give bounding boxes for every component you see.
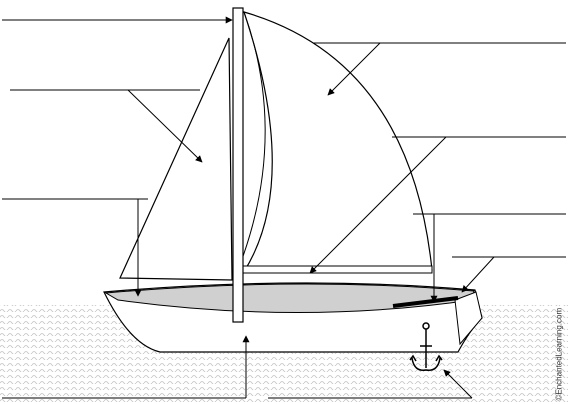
- leader-4: [327, 42, 381, 96]
- anchor-icon: [409, 322, 443, 371]
- leader-2: [127, 89, 203, 163]
- credit-text: ©EnchantedLearning.com: [554, 307, 564, 401]
- credit-watermark: ©EnchantedLearning.com: [550, 285, 564, 403]
- main-sail: [243, 11, 433, 271]
- leader-9: [443, 369, 473, 399]
- leader-5: [309, 136, 447, 274]
- mast: [232, 7, 244, 323]
- tiller: [392, 296, 459, 308]
- transom: [454, 291, 483, 346]
- boom: [239, 265, 433, 274]
- main-sail-inner-curve: [235, 11, 266, 276]
- jib-sail: [119, 37, 233, 281]
- leader-7: [461, 256, 495, 293]
